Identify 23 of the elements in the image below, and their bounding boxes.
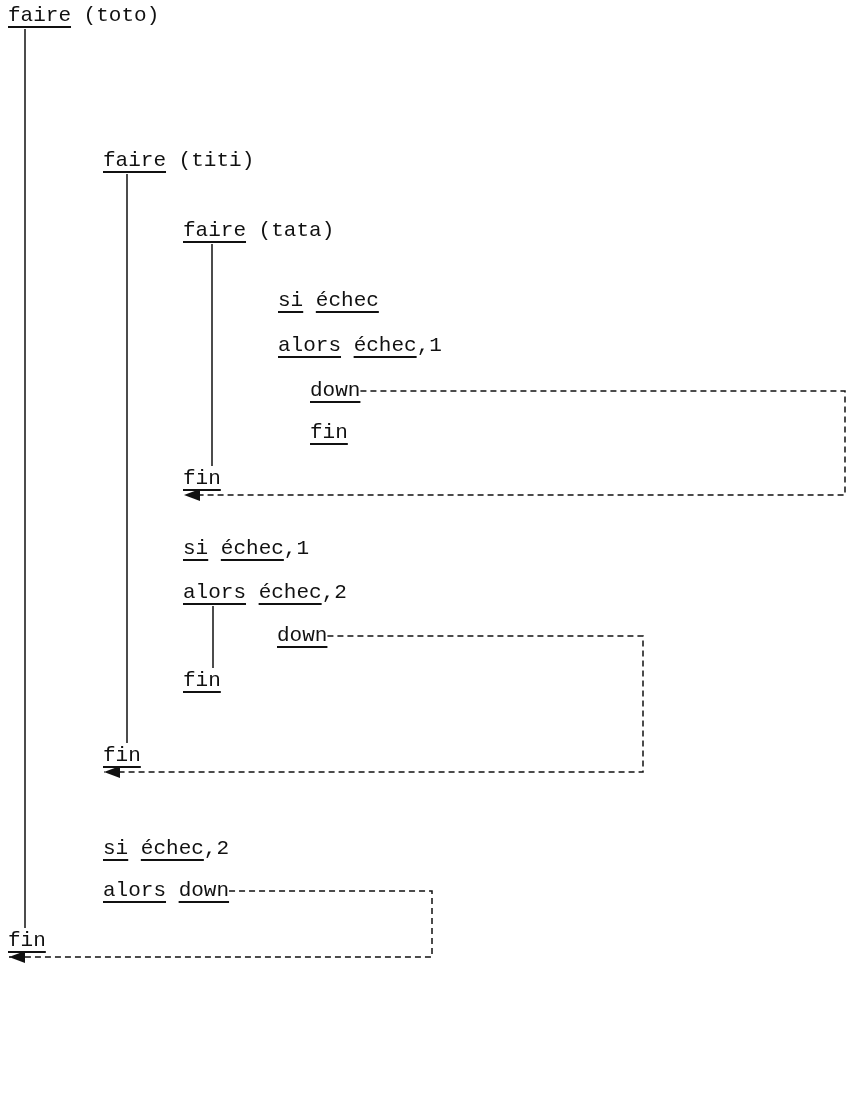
connector-line (212, 605, 214, 669)
code-statement: fin (103, 743, 141, 769)
code-statement: si échec,1 (183, 536, 310, 562)
code-statement: down (310, 378, 361, 404)
code-statement: alors échec,2 (183, 580, 347, 606)
connector-line (211, 243, 213, 467)
code-statement: alors down (103, 878, 230, 904)
arrow (8, 890, 433, 963)
code-statement: down (277, 623, 328, 649)
code-statement: alors échec,1 (278, 333, 442, 359)
code-statement: fin (8, 928, 46, 954)
arrow (183, 390, 846, 501)
connector-line (126, 173, 128, 744)
code-statement: faire (toto) (8, 3, 160, 29)
code-statement: si échec,2 (103, 836, 230, 862)
code-statement: si échec (278, 288, 379, 314)
code-statement: fin (183, 668, 221, 694)
connector-line (24, 28, 26, 929)
code-statement: faire (titi) (103, 148, 255, 174)
code-statement: fin (310, 420, 348, 446)
code-statement: fin (183, 466, 221, 492)
arrow (103, 635, 644, 778)
code-statement: faire (tata) (183, 218, 335, 244)
